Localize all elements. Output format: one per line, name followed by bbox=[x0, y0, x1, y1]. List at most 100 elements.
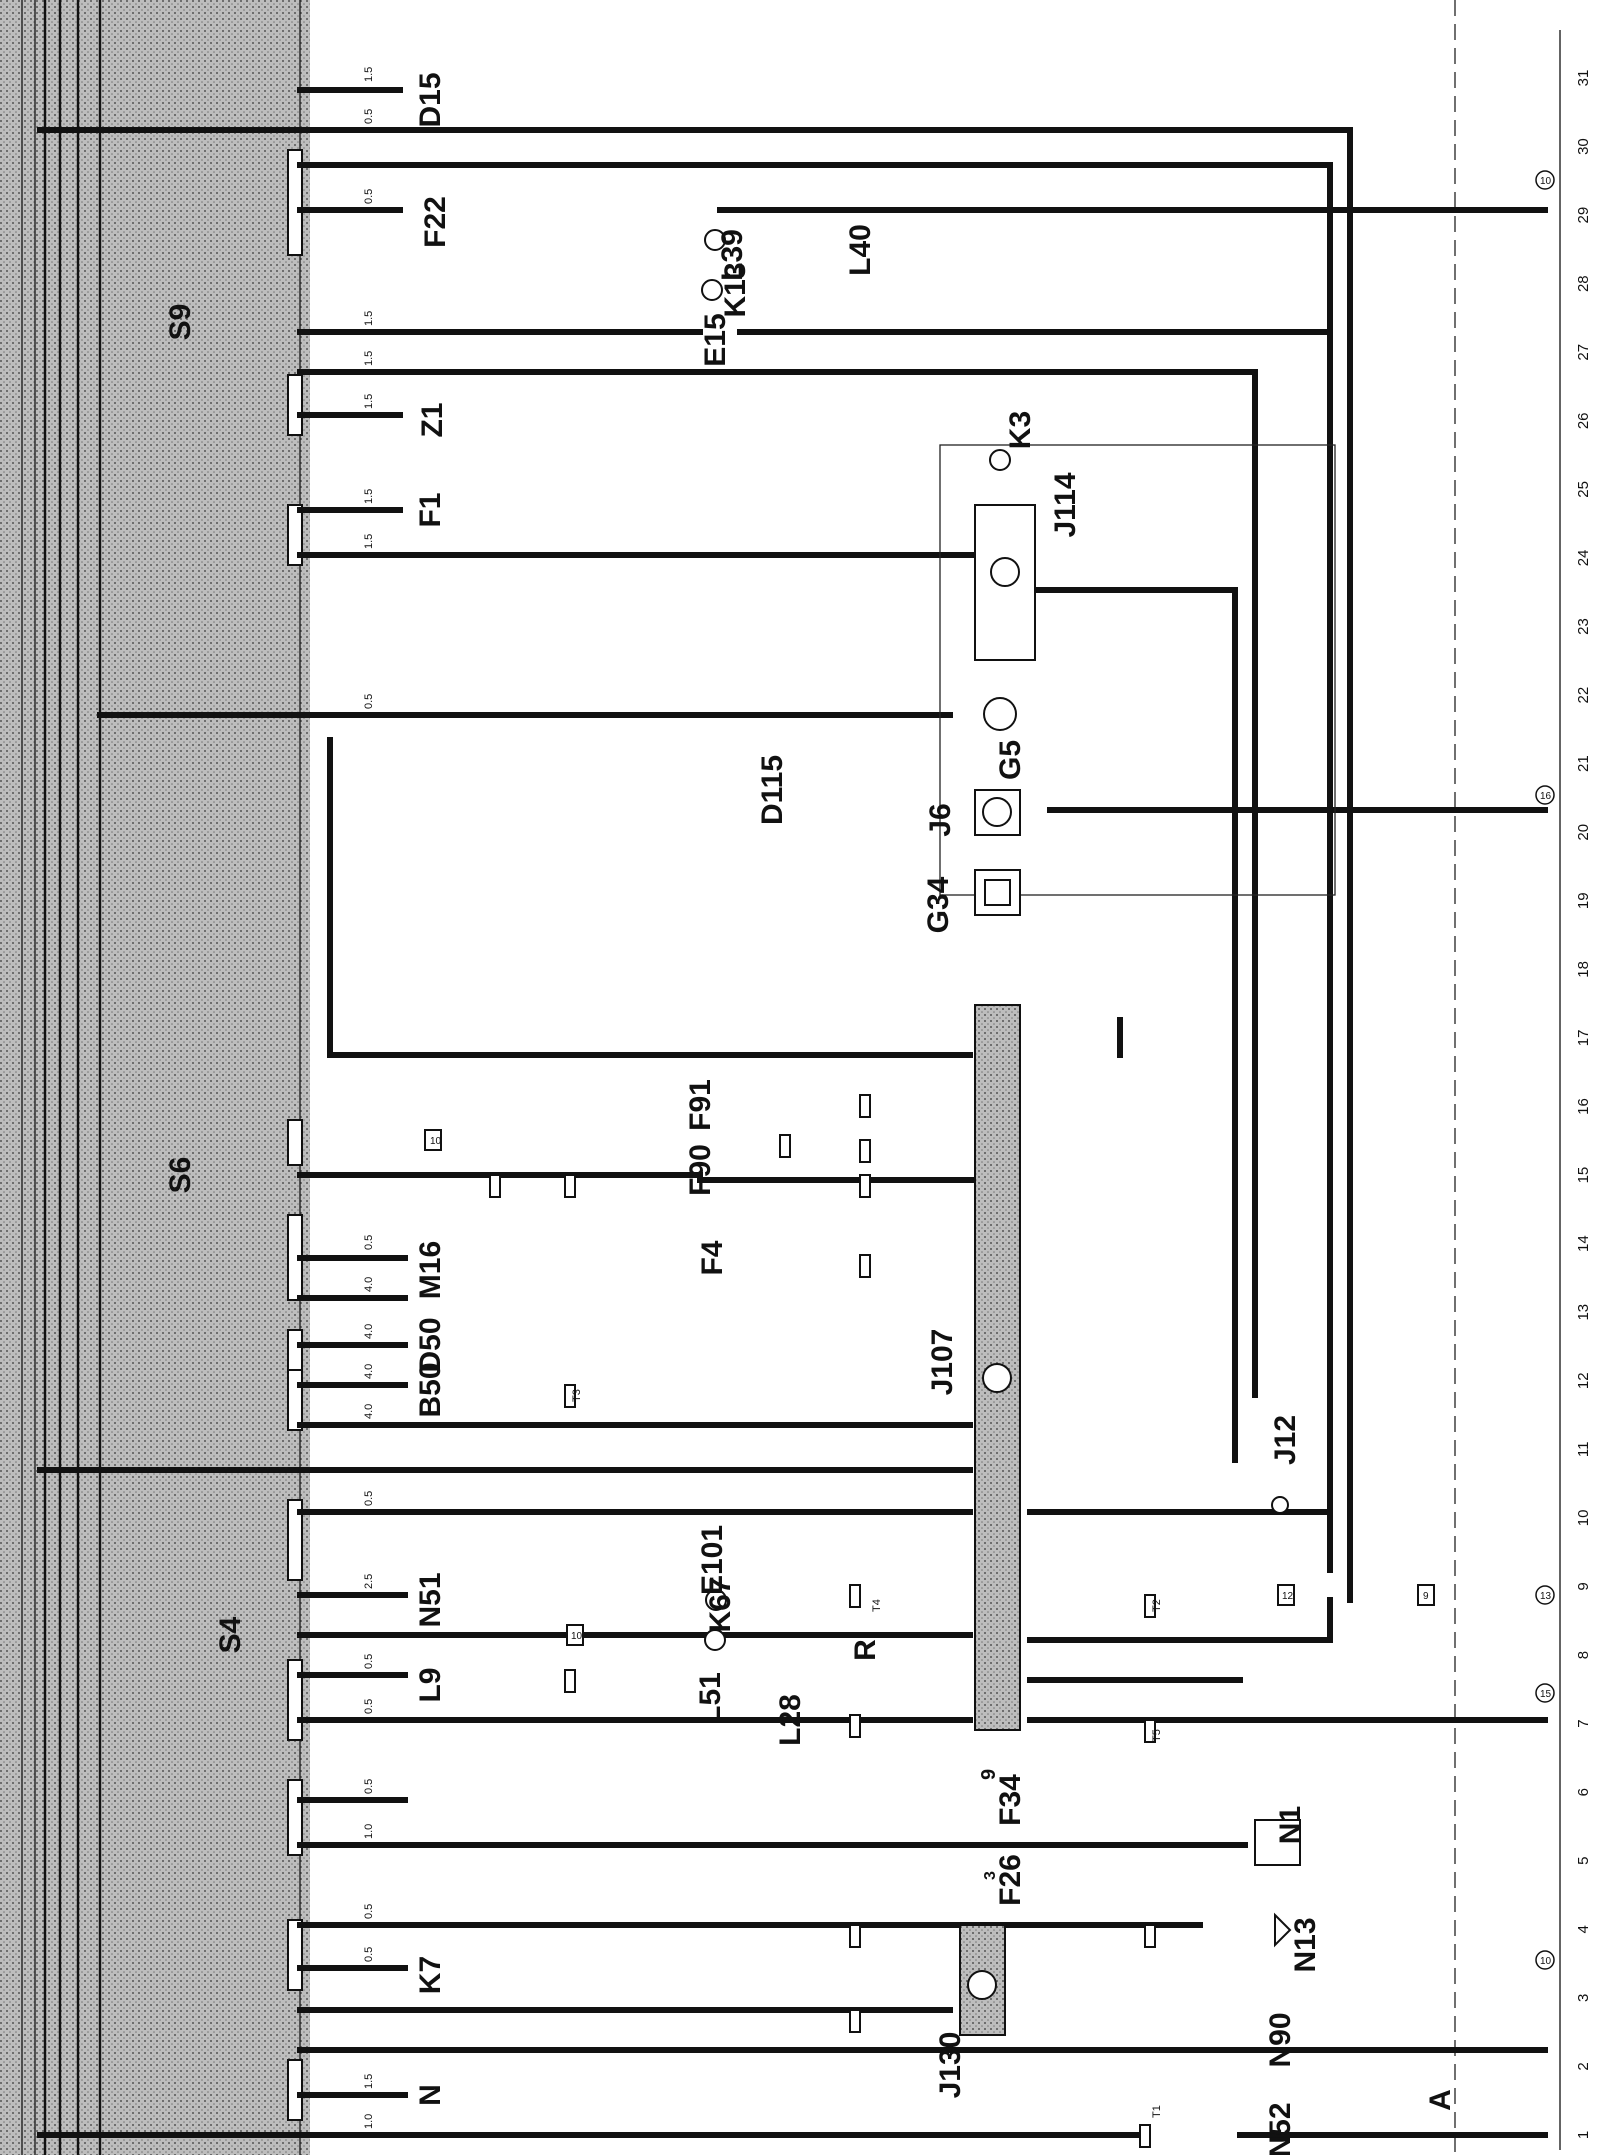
label-G5: G5 bbox=[994, 740, 1027, 780]
column-number: 5 bbox=[1575, 1857, 1592, 1865]
svg-text:13: 13 bbox=[1540, 1591, 1552, 1602]
column-number: 6 bbox=[1575, 1788, 1592, 1796]
label-L9: L9 bbox=[414, 1667, 447, 1702]
svg-text:0.5: 0.5 bbox=[363, 1904, 375, 1919]
column-number: 28 bbox=[1575, 275, 1592, 292]
svg-text:10: 10 bbox=[430, 1136, 442, 1147]
label-J107: J107 bbox=[926, 1329, 959, 1396]
svg-text:2.5: 2.5 bbox=[363, 1574, 375, 1589]
fuse-relay-panel bbox=[0, 0, 310, 2155]
svg-text:0.5: 0.5 bbox=[363, 1947, 375, 1962]
terminal-symbols bbox=[489, 1094, 1156, 2148]
column-number: 13 bbox=[1575, 1304, 1592, 1321]
svg-text:1.0: 1.0 bbox=[363, 1824, 375, 1839]
wires bbox=[37, 87, 1548, 2138]
column-number: 31 bbox=[1575, 70, 1592, 87]
lamp-symbols bbox=[701, 229, 1289, 1651]
svg-text:0.5: 0.5 bbox=[363, 694, 375, 709]
label-E101: E101 bbox=[696, 1525, 729, 1595]
label-S6: S6 bbox=[164, 1157, 197, 1194]
column-number: 21 bbox=[1575, 755, 1592, 772]
svg-text:0.5: 0.5 bbox=[363, 1491, 375, 1506]
svg-text:0.5: 0.5 bbox=[363, 1779, 375, 1794]
label-L28: L28 bbox=[774, 1694, 807, 1746]
svg-text:1.5: 1.5 bbox=[363, 534, 375, 549]
label-J114: J114 bbox=[1049, 472, 1082, 537]
label-B50: B50 bbox=[414, 1362, 447, 1417]
column-number: 16 bbox=[1575, 1098, 1592, 1115]
column-number: 12 bbox=[1575, 1372, 1592, 1389]
label-F90: F90 bbox=[684, 1144, 717, 1196]
label-N: N bbox=[414, 2084, 447, 2106]
svg-text:1.5: 1.5 bbox=[363, 67, 375, 82]
label-N13: N13 bbox=[1289, 1917, 1322, 1972]
column-number: 8 bbox=[1575, 1651, 1592, 1659]
instrument-cluster-box bbox=[939, 444, 1336, 896]
column-number: 24 bbox=[1575, 550, 1592, 567]
label-N51: N51 bbox=[414, 1572, 447, 1627]
connector-reference-boxes bbox=[424, 170, 1555, 1970]
column-number: 4 bbox=[1575, 1925, 1592, 1933]
svg-text:0.5: 0.5 bbox=[363, 1654, 375, 1669]
svg-text:15: 15 bbox=[1540, 1689, 1552, 1700]
label-F91: F91 bbox=[684, 1079, 717, 1131]
label-F4: F4 bbox=[696, 1240, 729, 1275]
label-J6: J6 bbox=[924, 803, 957, 836]
svg-text:10: 10 bbox=[571, 1631, 583, 1642]
svg-text:16: 16 bbox=[1540, 791, 1552, 802]
column-number: 22 bbox=[1575, 687, 1592, 704]
column-number: 17 bbox=[1575, 1030, 1592, 1047]
column-number: 20 bbox=[1575, 824, 1592, 841]
column-number: 2 bbox=[1575, 2062, 1592, 2070]
svg-text:1.5: 1.5 bbox=[363, 394, 375, 409]
svg-text:4.0: 4.0 bbox=[363, 1277, 375, 1292]
label-G34: G34 bbox=[922, 876, 955, 933]
svg-text:0.5: 0.5 bbox=[363, 1235, 375, 1250]
column-number: 18 bbox=[1575, 961, 1592, 978]
column-number: 15 bbox=[1575, 1167, 1592, 1184]
label-J12: J12 bbox=[1269, 1415, 1302, 1465]
svg-text:T1: T1 bbox=[1151, 2105, 1163, 2118]
svg-text:0.5: 0.5 bbox=[363, 109, 375, 124]
column-numbers: 1234567891011121314151617181920212223242… bbox=[1575, 70, 1592, 2140]
label-N52: N52 bbox=[1264, 2102, 1297, 2155]
column-number: 11 bbox=[1575, 1442, 1592, 1458]
svg-text:1.0: 1.0 bbox=[363, 2114, 375, 2129]
label-F34: F34 bbox=[994, 1774, 1027, 1826]
column-number: 9 bbox=[1575, 1582, 1592, 1590]
label-M16: M16 bbox=[414, 1241, 447, 1299]
svg-text:4.0: 4.0 bbox=[363, 1404, 375, 1419]
label-A: A bbox=[1424, 2089, 1457, 2111]
column-number: 26 bbox=[1575, 412, 1592, 429]
column-number: 14 bbox=[1575, 1235, 1592, 1252]
label-L40: L40 bbox=[844, 224, 877, 276]
column-number: 27 bbox=[1575, 344, 1592, 361]
svg-text:1.5: 1.5 bbox=[363, 311, 375, 326]
svg-text:4.0: 4.0 bbox=[363, 1324, 375, 1339]
svg-text:T3: T3 bbox=[571, 1389, 583, 1402]
component-labels: D15 F22 L39 K13 L40 E15 S9 Z1 F1 J114 K3… bbox=[164, 72, 1457, 2155]
label-F1: F1 bbox=[414, 492, 447, 527]
svg-text:10: 10 bbox=[1540, 176, 1552, 187]
wire-size-labels: 1.5 0.5 0.5 1.5 1.5 1.5 1.5 1.5 0.5 0.5 … bbox=[363, 67, 375, 2129]
svg-text:1.5: 1.5 bbox=[363, 489, 375, 504]
column-number: 23 bbox=[1575, 618, 1592, 635]
svg-text:T4: T4 bbox=[871, 1599, 883, 1612]
column-number: 19 bbox=[1575, 892, 1592, 909]
svg-text:0.5: 0.5 bbox=[363, 1699, 375, 1714]
label-N90: N90 bbox=[1264, 2012, 1297, 2067]
label-S4: S4 bbox=[214, 1616, 247, 1653]
label-E15: E15 bbox=[699, 313, 732, 366]
label-F22: F22 bbox=[419, 196, 452, 248]
N1-symbol bbox=[1254, 1819, 1301, 1866]
label-L39: L39 bbox=[716, 229, 749, 281]
column-number: 25 bbox=[1575, 481, 1592, 498]
column-number: 1 bbox=[1575, 2131, 1592, 2139]
svg-text:T2: T2 bbox=[1151, 1599, 1163, 1612]
label-Z1: Z1 bbox=[416, 402, 449, 437]
N13-valve bbox=[1274, 1912, 1292, 1948]
column-number: 30 bbox=[1575, 138, 1592, 155]
svg-text:10: 10 bbox=[1540, 1956, 1552, 1967]
column-number: 7 bbox=[1575, 1719, 1592, 1727]
label-K7: K7 bbox=[414, 1956, 447, 1994]
